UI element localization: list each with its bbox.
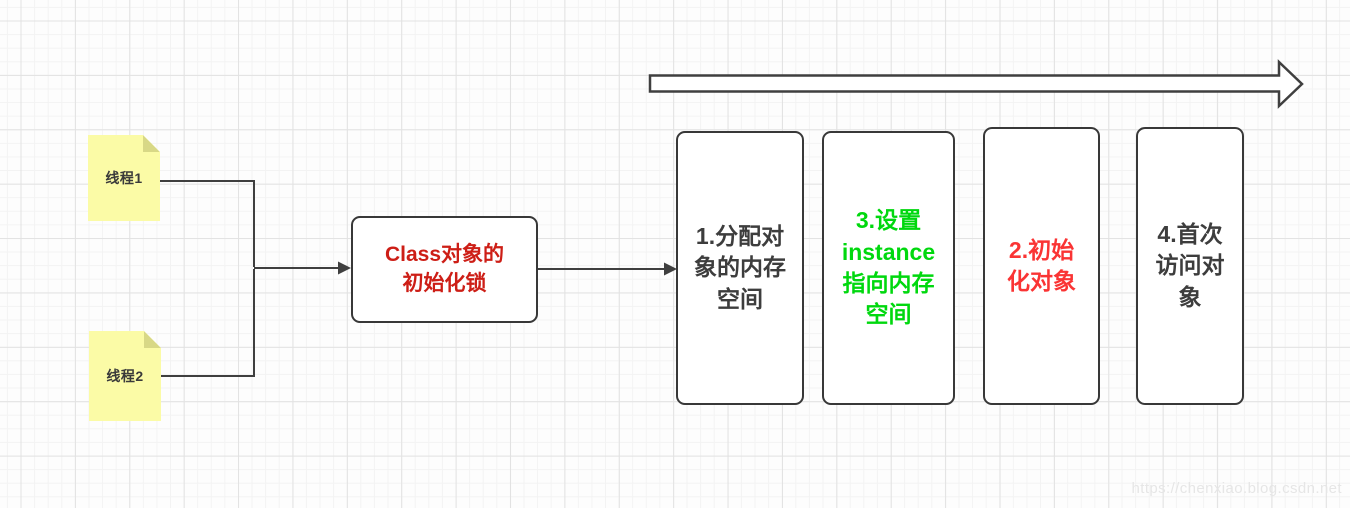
thread2-connector-line: [161, 269, 255, 377]
sticky-note-thread1: 线程1: [88, 135, 160, 221]
class-init-lock-label: Class对象的 初始化锁: [384, 242, 505, 295]
step-box-3-set-instance-pointer: 3.设置 instance 指向内存 空间: [822, 131, 955, 405]
timeline-arrow: [648, 59, 1304, 109]
step-4-label: 4.首次 访问对 象: [1155, 221, 1225, 310]
step-3-label: 3.设置 instance 指向内存 空间: [841, 207, 936, 328]
watermark: https://chenxiao.blog.csdn.net: [1131, 480, 1342, 497]
step-1-label: 1.分配对 象的内存 空间: [694, 223, 786, 312]
step-box-2-initialize-object: 2.初始 化对象: [983, 127, 1100, 405]
step-box-4-first-access: 4.首次 访问对 象: [1136, 127, 1244, 405]
step-box-1-allocate-memory: 1.分配对 象的内存 空间: [676, 131, 804, 405]
thread2-label: 线程2: [106, 368, 144, 384]
class-init-lock-box: Class对象的 初始化锁: [351, 216, 538, 323]
step-2-label: 2.初始 化对象: [1007, 236, 1076, 294]
thread1-label: 线程1: [105, 170, 143, 186]
thread1-connector-line: [160, 180, 255, 267]
sticky-note-thread2: 线程2: [89, 331, 161, 421]
merge-arrowhead-icon: [338, 261, 351, 275]
lock-arrowhead-icon: [664, 262, 677, 276]
